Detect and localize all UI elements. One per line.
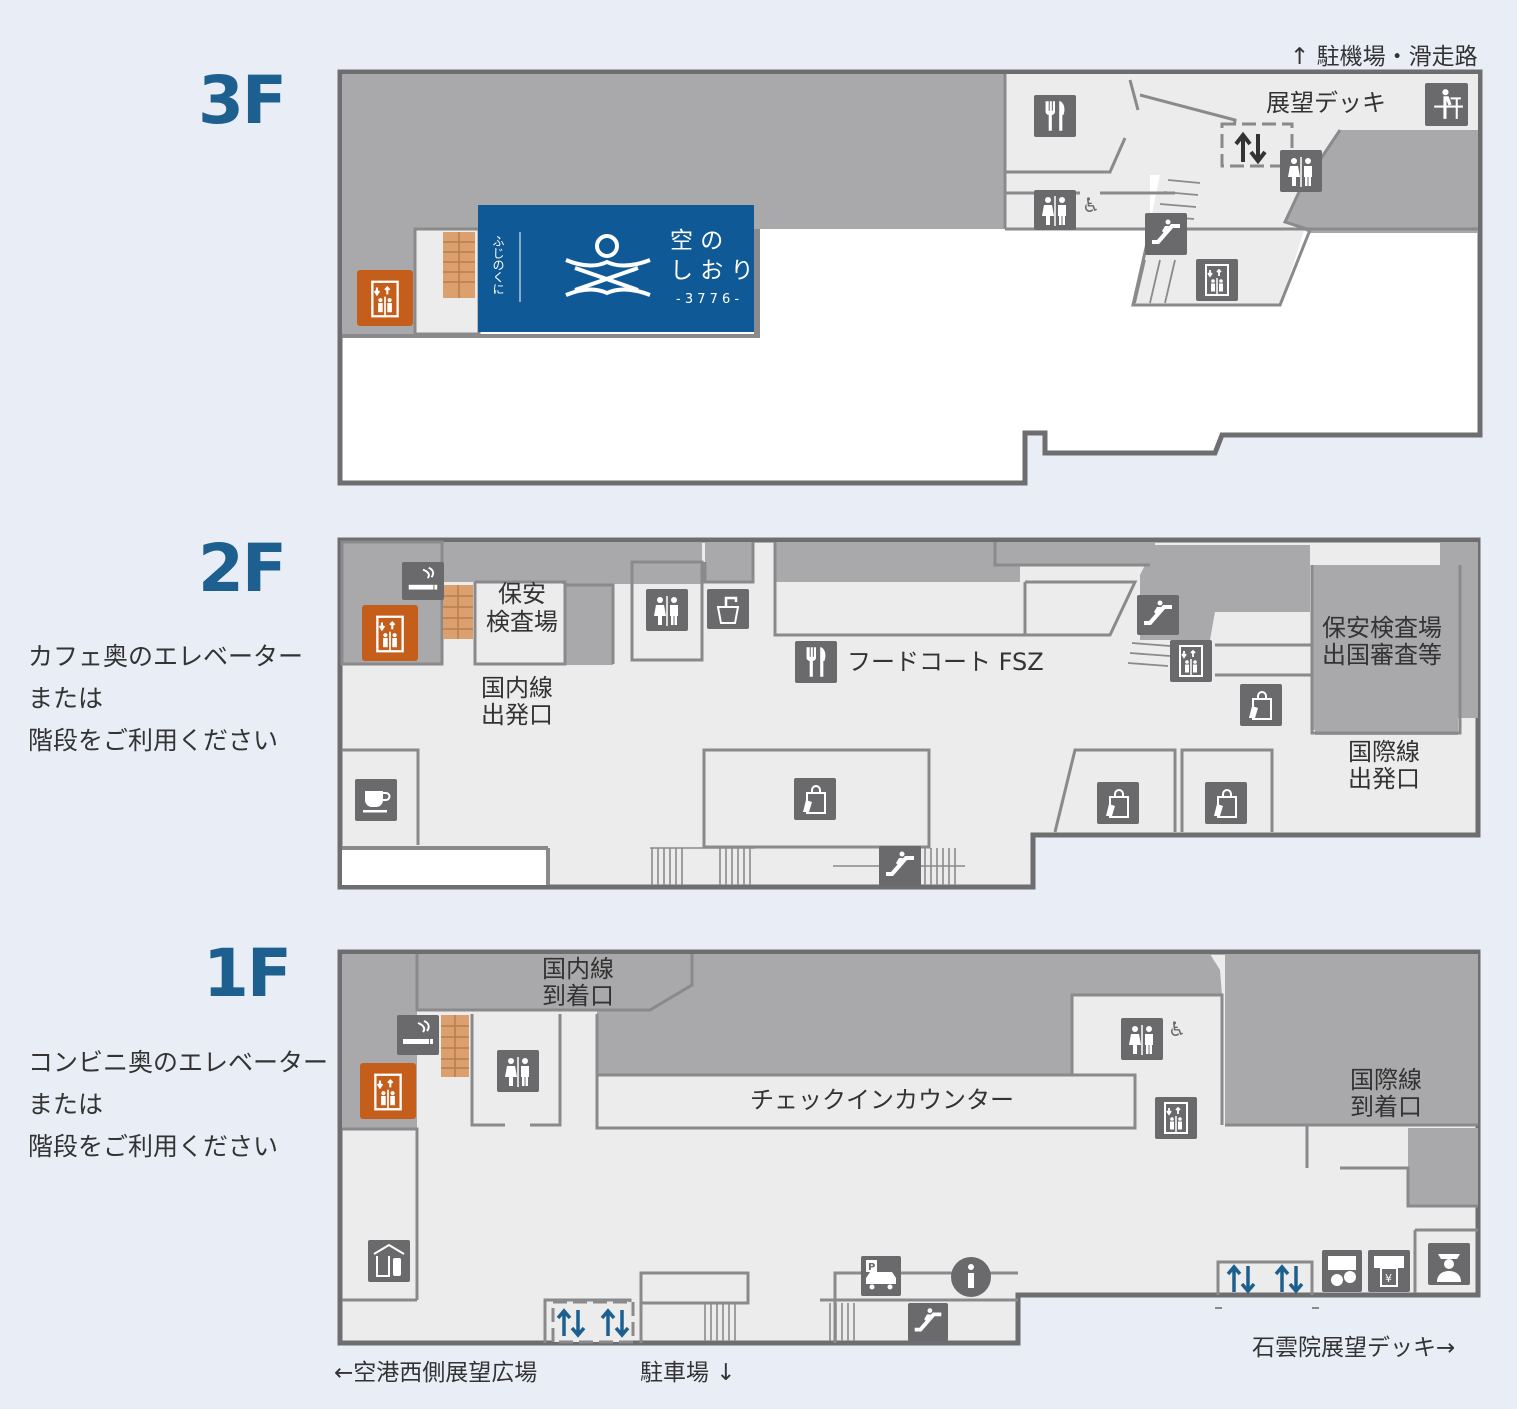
shop-vertical-label: ふじのくに [491,235,505,295]
note-line: または [28,1090,104,1119]
police-icon [1428,1243,1470,1285]
shop-sora-no-shiori[interactable]: ふじのくに 空 の し お り - 3 7 7 6 - [478,205,760,336]
shop-name-line2: し お り [670,258,754,284]
entrance-arrows-icon [551,1300,635,1344]
restroom-icon [1280,150,1322,192]
floor-2f-access-note: カフェ奥のエレベーター または 階段をご利用ください [28,636,303,762]
escalator-icon [879,846,921,886]
floor-label-2f: 2F [198,530,287,607]
escalator-icon [908,1303,948,1341]
intl-departure-label-1: 国際線 [1348,738,1420,766]
wheelchair-icon: ♿ [1082,193,1100,217]
wheelchair-icon: ♿ [1168,1017,1186,1041]
observation-deck-icon [1425,83,1468,126]
checkin-counter-label: チェックインカウンター [750,1086,1014,1114]
parking-icon: P [861,1256,901,1296]
restroom-icon [497,1050,539,1092]
note-line: カフェ奥のエレベーター [28,642,304,671]
note-line: コンビニ奥のエレベーター [28,1048,329,1077]
restaurant-icon [795,641,837,683]
stairs-icon [441,1015,469,1077]
floor-1f-access-note: コンビニ奥のエレベーター または 階段をご利用ください [28,1042,328,1168]
svg-text:¥: ¥ [1385,1272,1392,1285]
elevator-icon [1155,1097,1197,1139]
escalator-icon [1145,213,1187,255]
elevator-icon [1170,640,1212,682]
stairs-icon [443,232,475,298]
shop-logo [565,234,651,297]
floor-label-1f: 1F [203,935,292,1012]
sekiunin-direction-label: 石雲院展望デッキ→ [1252,1335,1456,1361]
escalator-icon [1137,595,1179,635]
smoking-icon [397,1015,439,1055]
svg-text:P: P [868,1262,875,1273]
atm-icon: ¥ [1368,1250,1410,1292]
info-icon [951,1257,991,1297]
restroom-icon [1034,190,1076,230]
shop-icon [1205,782,1247,824]
domestic-departure-label-2: 出発口 [481,701,553,729]
smoking-icon [402,562,444,600]
note-line: または [28,684,104,713]
elevator-icon [1196,259,1238,301]
apron-direction-label: ↑ 駐機場・滑走路 [1290,44,1478,70]
restaurant-icon [1034,95,1076,137]
stairs-icon [443,585,473,639]
shop-icon [794,778,836,820]
water-icon [707,589,749,629]
convenience-store-icon [368,1240,410,1282]
cafe-icon [355,779,397,821]
currency-exchange-icon [1322,1250,1362,1292]
west-plaza-direction-label: ←空港西側展望広場 [334,1360,538,1386]
shop-number: - 3 7 7 6 - [676,292,739,307]
domestic-arrival-label-2: 到着口 [542,982,614,1010]
domestic-departure-label-1: 国内線 [481,674,553,702]
note-line: 階段をご利用ください [28,726,279,755]
restroom-icon [646,589,688,631]
intl-security-label-1: 保安検査場 [1322,614,1442,642]
floor-2f-map: 保安 検査場 国内線 出発口 フードコート FSZ 保安検査場 出国審査等 国際… [337,537,1481,890]
note-line: 階段をご利用ください [28,1132,279,1161]
shop-icon [1097,782,1139,824]
domestic-arrival-label-1: 国内線 [542,955,614,983]
observation-deck-label: 展望デッキ [1266,89,1386,117]
elevator-icon [357,270,413,326]
intl-arrival-label-1: 国際線 [1350,1066,1422,1094]
intl-departure-label-2: 出発口 [1348,765,1420,793]
intl-security-label-2: 出国審査等 [1322,641,1442,669]
domestic-security-label-1: 保安 [498,580,546,608]
domestic-security-label-2: 検査場 [486,608,558,636]
restroom-icon [1121,1018,1163,1060]
elevator-icon [360,1063,416,1119]
food-court-label: フードコート FSZ [847,648,1044,676]
floor-label-3f: 3F [198,62,287,139]
shop-name-line1: 空 の [670,228,723,254]
parking-direction-label: 駐車場 ↓ [640,1360,736,1386]
elevator-icon [362,605,418,661]
floor-3f-map: ふじのくに 空 の し お り - 3 7 7 6 - ♿ [337,69,1483,486]
entrance-arrows-icon [1215,1264,1319,1309]
shop-icon [1240,684,1282,726]
intl-arrival-label-2: 到着口 [1350,1093,1422,1121]
